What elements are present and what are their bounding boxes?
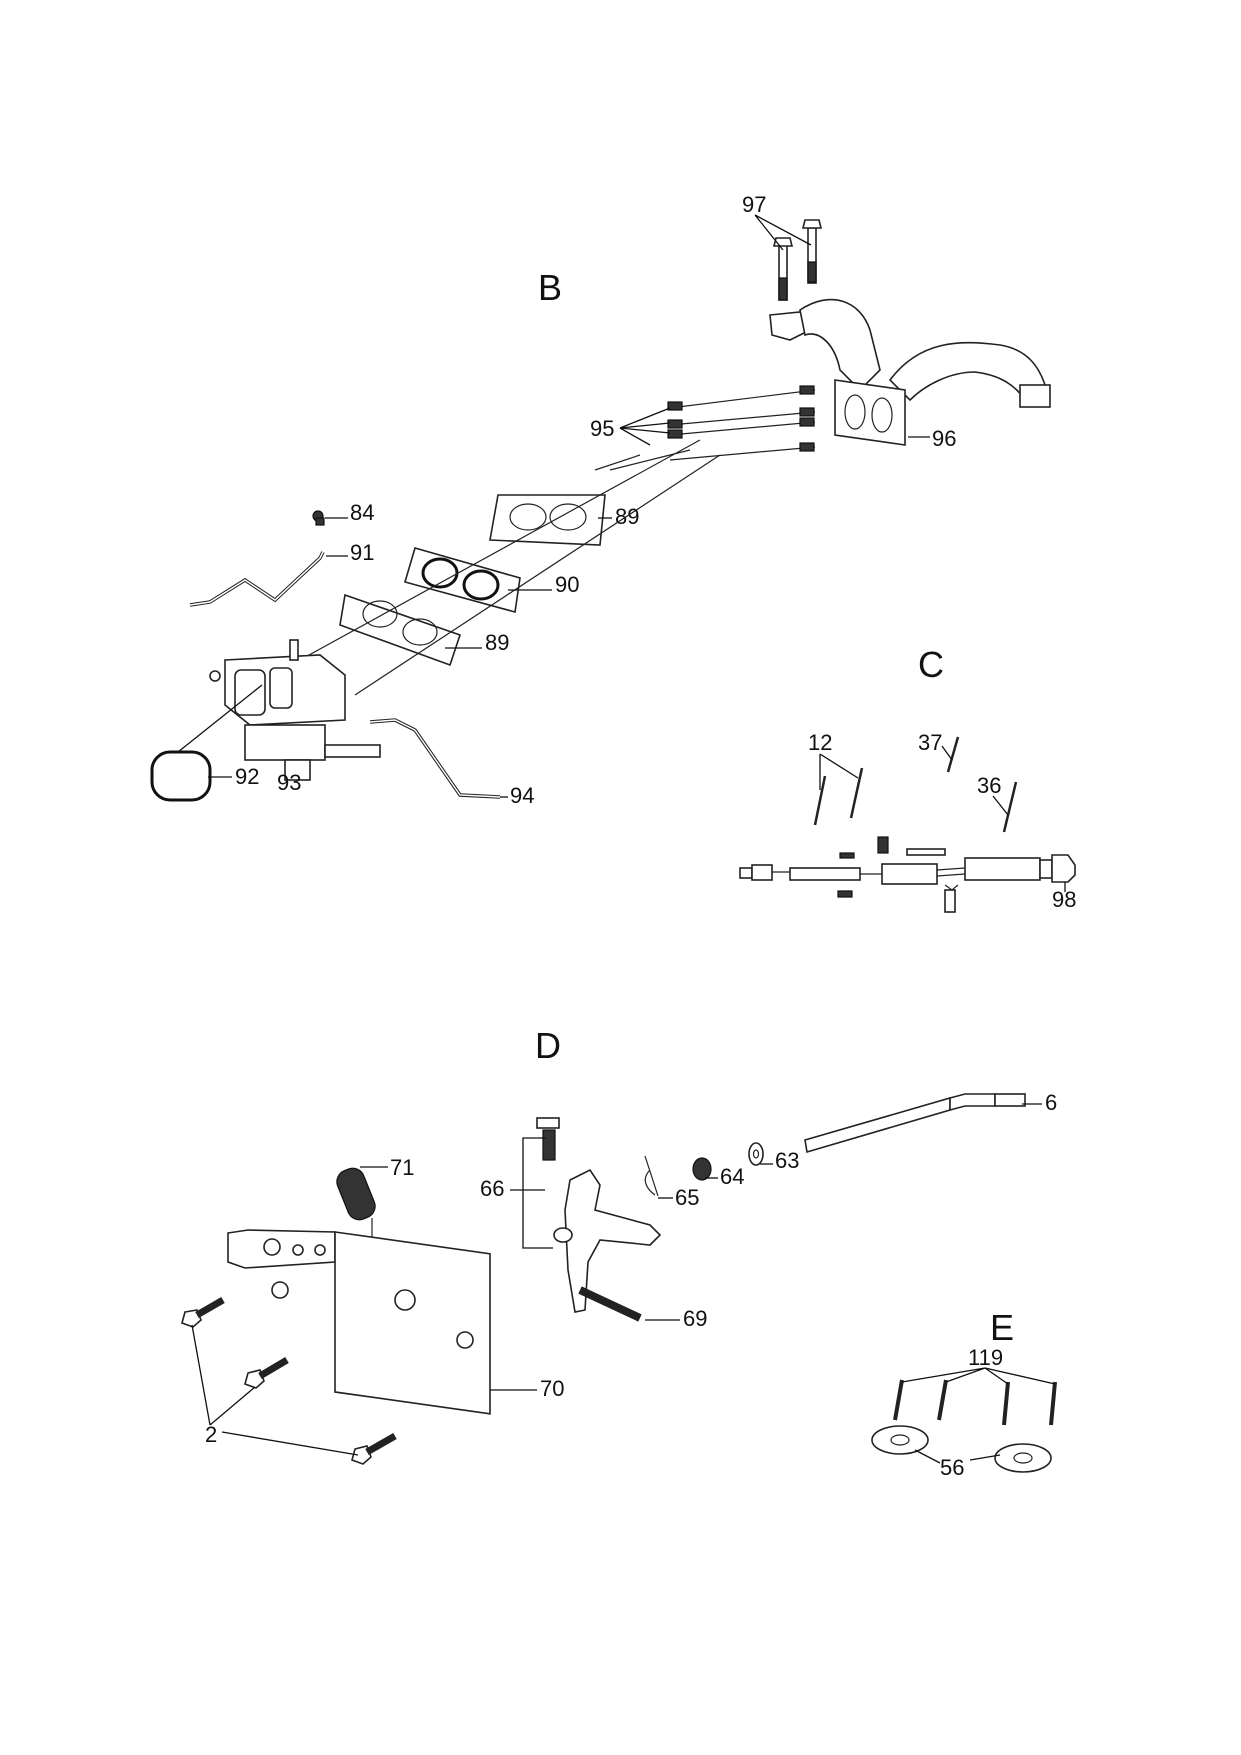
part-70-control-bracket xyxy=(227,1229,491,1415)
section-label-b: B xyxy=(538,267,562,308)
part-66-control-lever xyxy=(536,1117,662,1313)
part-12-cable-ties xyxy=(813,767,864,826)
part-92-o-ring xyxy=(150,750,212,802)
part-carburetor xyxy=(209,639,381,781)
callout-6: 6 xyxy=(1045,1090,1057,1115)
part-64-bushing xyxy=(692,1157,712,1181)
callout-96: 96 xyxy=(932,426,956,451)
callout-97: 97 xyxy=(742,192,766,217)
callout-70: 70 xyxy=(540,1376,564,1401)
section-label-e: E xyxy=(990,1307,1014,1348)
part-63-washer xyxy=(748,1142,764,1166)
part-84-clip xyxy=(312,510,325,526)
callout-64: 64 xyxy=(720,1164,744,1189)
callout-93: 93 xyxy=(277,770,301,795)
part-98-wiring-harness xyxy=(739,836,1076,913)
callout-98: 98 xyxy=(1052,887,1076,912)
part-89-gasket-lower xyxy=(339,593,462,667)
part-95-studs xyxy=(667,385,816,461)
section-label-d: D xyxy=(535,1025,561,1066)
part-119-studs xyxy=(893,1379,1057,1426)
callout-36: 36 xyxy=(977,773,1001,798)
part-36-cable-tie xyxy=(1002,781,1018,833)
callout-89-lower: 89 xyxy=(485,630,509,655)
part-91-choke-rod xyxy=(189,551,325,607)
callout-63: 63 xyxy=(775,1148,799,1173)
callout-119: 119 xyxy=(968,1345,1003,1370)
part-56-gaskets xyxy=(871,1425,1052,1473)
part-65-hairpin-clip xyxy=(644,1155,659,1197)
part-94-linkage-rod xyxy=(369,718,501,799)
part-96-intake-manifold xyxy=(769,298,1051,446)
callout-95: 95 xyxy=(590,416,614,441)
callout-65: 65 xyxy=(675,1185,699,1210)
part-6-throttle-shaft xyxy=(804,1093,1026,1154)
callout-90: 90 xyxy=(555,572,579,597)
callout-37: 37 xyxy=(918,730,942,755)
part-89-gasket-upper xyxy=(489,494,606,546)
part-90-gasket xyxy=(404,547,521,614)
callout-69: 69 xyxy=(683,1306,707,1331)
callout-2: 2 xyxy=(205,1422,217,1447)
callout-91: 91 xyxy=(350,540,374,565)
part-97-bolts xyxy=(772,219,823,301)
section-label-c: C xyxy=(918,644,944,685)
callout-94: 94 xyxy=(510,783,534,808)
part-37-cable-tie xyxy=(946,736,960,773)
callout-12: 12 xyxy=(808,730,832,755)
callout-71: 71 xyxy=(390,1155,414,1180)
callout-92: 92 xyxy=(235,764,259,789)
callout-66: 66 xyxy=(480,1176,504,1201)
callout-56: 56 xyxy=(940,1455,964,1480)
callout-84: 84 xyxy=(350,500,374,525)
part-2-bolts xyxy=(181,1296,397,1465)
part-69-spring xyxy=(578,1286,642,1322)
